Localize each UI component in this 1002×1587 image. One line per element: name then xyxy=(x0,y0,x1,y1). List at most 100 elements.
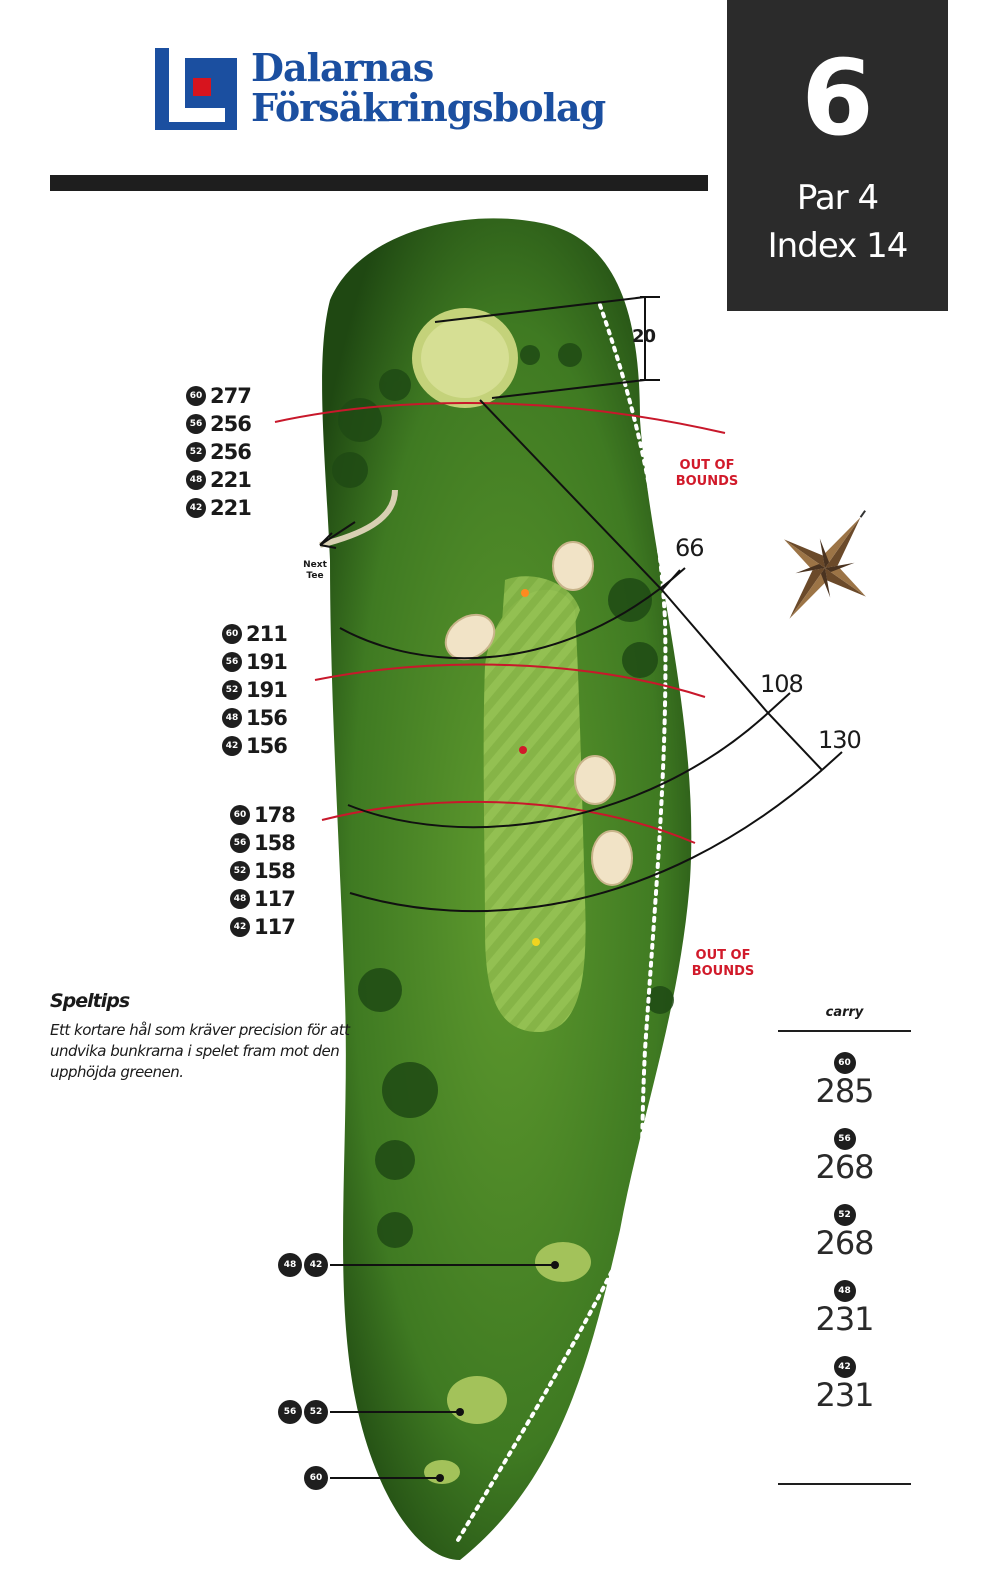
tee-badge: 48 xyxy=(833,1280,856,1302)
tee-badge: 48 xyxy=(278,1253,302,1277)
carry-label-130: 130 xyxy=(818,726,862,754)
marker-yellow xyxy=(532,938,540,946)
fairway-front xyxy=(500,576,580,660)
marker-orange xyxy=(521,589,529,597)
tee-badge: 52 xyxy=(833,1204,856,1226)
tee-badge: 52 xyxy=(186,442,206,462)
distance-value: 191 xyxy=(246,678,288,702)
tee-badge: 48 xyxy=(230,889,250,909)
compass-rose-icon xyxy=(784,510,866,619)
tee-badge: 42 xyxy=(833,1356,856,1378)
tee-badge: 42 xyxy=(304,1253,328,1277)
distance-value: 117 xyxy=(254,887,296,911)
tee-marker-60: 60 xyxy=(304,1466,330,1490)
sponsor-line1: Dalarnas xyxy=(251,45,434,90)
next-tee-path xyxy=(319,489,398,548)
play-tips: Speltips Ett kortare hål som kräver prec… xyxy=(50,990,370,1083)
distance-value: 156 xyxy=(246,706,288,730)
carry-value: 285 xyxy=(815,1072,874,1110)
tee-badge: 42 xyxy=(186,498,206,518)
green-depth-bracket xyxy=(434,296,660,399)
carry-item: 42 231 xyxy=(778,1354,911,1412)
tee-badge: 56 xyxy=(833,1128,856,1150)
tee-badge: 60 xyxy=(230,805,250,825)
sponsor-line2: Försäkringsbolag xyxy=(251,85,606,130)
distance-value: 158 xyxy=(254,831,296,855)
tee-badge: 52 xyxy=(222,680,242,700)
tee-badge: 56 xyxy=(222,652,242,672)
marker-red xyxy=(519,746,527,754)
carry-value: 231 xyxy=(815,1376,874,1414)
tee-badge: 48 xyxy=(186,470,206,490)
tee-marker-dots xyxy=(436,1261,559,1482)
tee-marker-48-42: 48 42 xyxy=(278,1253,330,1277)
next-tee-arrow xyxy=(319,521,356,549)
bunkers xyxy=(444,541,633,886)
tee-badge: 56 xyxy=(230,833,250,853)
fairway xyxy=(483,589,586,1033)
out-of-bounds-label-top: OUT OF BOUNDS xyxy=(675,458,739,489)
distance-value: 221 xyxy=(210,468,252,492)
carry-item: 56 268 xyxy=(778,1126,911,1184)
distance-value: 211 xyxy=(246,622,288,646)
header-rule xyxy=(50,175,708,191)
carry-item: 48 231 xyxy=(778,1278,911,1336)
green-depth-label: 20 xyxy=(632,326,656,347)
out-of-bounds-label-bottom: OUT OF BOUNDS xyxy=(691,948,755,979)
out-of-bounds-line xyxy=(456,303,668,1542)
tee-leader-lines xyxy=(330,1264,555,1479)
distance-value: 156 xyxy=(246,734,288,758)
sponsor-logo-mark xyxy=(155,48,237,130)
hole-par: Par 4 xyxy=(796,178,879,218)
carry-value: 268 xyxy=(815,1224,874,1262)
hole-number: 6 xyxy=(801,37,874,159)
tips-title: Speltips xyxy=(50,990,130,1012)
tee-badge: 60 xyxy=(833,1052,856,1074)
distance-value: 117 xyxy=(254,915,296,939)
distance-value: 221 xyxy=(210,496,252,520)
tee-badge: 60 xyxy=(186,386,206,406)
carry-title: carry xyxy=(825,1005,864,1020)
tips-body: Ett kortare hål som kräver precision för… xyxy=(50,1021,350,1081)
hole-info-box: 6 Par 4 Index 14 xyxy=(727,0,948,311)
tee-badge: 52 xyxy=(304,1400,328,1424)
sponsor-name: Dalarnas Försäkringsbolag xyxy=(251,45,606,130)
carry-item: 60 285 xyxy=(778,1050,911,1108)
distance-value: 178 xyxy=(254,803,296,827)
sponsor-logo: Dalarnas Försäkringsbolag xyxy=(155,45,606,130)
tee-badge: 60 xyxy=(304,1466,328,1490)
carry-table: carry 60 285 56 268 52 268 48 231 42 231 xyxy=(778,1005,911,1412)
tee-badge: 60 xyxy=(222,624,242,644)
carry-value: 231 xyxy=(815,1300,874,1338)
distance-value: 158 xyxy=(254,859,296,883)
carry-rule xyxy=(778,1030,911,1032)
tee-badge: 56 xyxy=(186,414,206,434)
tee-badge: 48 xyxy=(222,708,242,728)
tee-marker-56-52: 56 52 xyxy=(278,1400,330,1424)
next-tee-label: Next Tee xyxy=(303,560,327,581)
distance-value: 256 xyxy=(210,440,252,464)
carry-bottom-rule xyxy=(778,1483,911,1485)
distance-value: 256 xyxy=(210,412,252,436)
carry-label-108: 108 xyxy=(760,670,804,698)
carry-arcs xyxy=(339,399,843,913)
tee-badge: 42 xyxy=(230,917,250,937)
tee-badge: 56 xyxy=(278,1400,302,1424)
